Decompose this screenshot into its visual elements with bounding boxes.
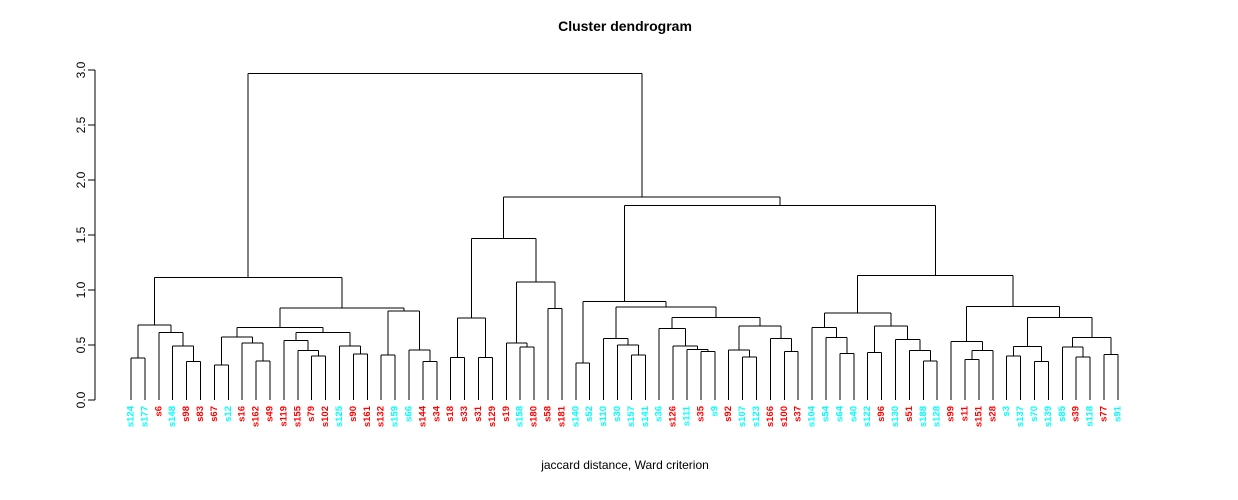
leaf-label: s140 [570,406,581,427]
leaf-label: s139 [1043,406,1054,427]
leaf-label: s122 [862,406,873,427]
x-axis-label: jaccard distance, Ward criterion [541,458,709,472]
leaf-label: s37 [793,406,804,422]
leaf-label: s166 [765,406,776,427]
leaf-label: s158 [515,406,526,427]
chart-title: Cluster dendrogram [558,18,692,34]
leaf-label: s83 [195,406,206,422]
leaf-label: s119 [278,406,289,427]
y-axis-tick-label: 1.0 [74,281,88,298]
leaf-label: s3 [1001,406,1012,417]
y-axis-tick-label: 0.0 [74,391,88,408]
leaf-label: s70 [1029,406,1040,422]
leaf-label: s52 [584,406,595,422]
leaf-label: s33 [459,406,470,422]
leaf-label: s79 [306,406,317,422]
leaf-label: s177 [139,406,150,427]
leaf-label: s188 [918,406,929,427]
leaf-label: s129 [487,406,498,427]
leaf-label: s67 [209,406,220,422]
leaf-label: s118 [1085,406,1096,427]
leaf-label: s162 [251,406,262,427]
leaf-label: s91 [1112,405,1123,422]
leaf-label: s16 [237,406,248,422]
leaf-label: s49 [265,406,276,422]
leaf-label: s102 [320,406,331,427]
leaf-label: s125 [334,405,345,427]
y-axis-tick-label: 0.5 [74,336,88,353]
leaf-label: s31 [473,405,484,422]
leaf-label: s151 [973,405,984,427]
leaf-label: s107 [737,406,748,427]
leaf-label: s51 [904,405,915,422]
leaf-label: s181 [556,405,567,427]
y-axis-tick-label: 3.0 [74,61,88,78]
leaf-label: s159 [390,406,401,427]
leaf-label: s96 [876,406,887,422]
leaf-label: s155 [292,405,303,427]
leaf-label: s34 [431,405,442,422]
leaf-label: s99 [946,406,957,422]
leaf-label: s100 [779,406,790,427]
leaf-label: s137 [1015,406,1026,427]
leaf-label: s66 [404,406,415,422]
leaf-label: s111 [682,405,693,426]
leaf-label: s98 [181,406,192,422]
leaf-label: s161 [362,405,373,427]
leaf-label: s11 [960,405,971,421]
leaf-label: s40 [848,406,859,422]
leaf-label: s126 [668,406,679,427]
leaf-label: s180 [529,406,540,427]
leaf-label: s54 [821,405,832,422]
leaf-label: s18 [445,406,456,422]
leaf-label: s77 [1099,406,1110,422]
leaf-label: s148 [167,406,178,427]
leaf-label: s19 [501,406,512,422]
dendrogram-branches [130,72,1119,400]
leaf-label: s104 [807,405,818,427]
leaf-label: s58 [543,406,554,422]
leaf-label: s64 [834,405,845,422]
leaf-label: s36 [654,406,665,422]
y-axis-tick-labels: 0.0 0.5 1.0 1.5 2.0 2.5 3.0 [74,61,88,408]
leaf-label: s130 [890,406,901,427]
leaf-label: s12 [223,406,234,422]
leaf-label: s28 [987,406,998,422]
leaf-label: s132 [376,406,387,427]
leaf-label: s9 [709,406,720,417]
leaf-label: s124 [126,405,137,427]
leaf-label: s92 [723,406,734,422]
leaf-label: s110 [598,406,609,427]
leaf-label: s144 [417,405,428,427]
leaf-label: s85 [1057,405,1068,422]
leaf-label: s141 [640,405,651,427]
leaf-label: s30 [612,406,623,422]
y-axis-tick-label: 2.0 [74,171,88,188]
leaf-label: s157 [626,406,637,427]
leaf-label: s6 [153,406,164,417]
leaf-label: s35 [695,405,706,422]
y-axis-tick-label: 2.5 [74,116,88,133]
y-axis [88,69,96,401]
leaf-label: s123 [751,406,762,427]
y-axis-tick-label: 1.5 [74,226,88,243]
leaf-label: s39 [1071,406,1082,422]
leaf-label: s128 [932,406,943,427]
leaf-label: s90 [348,406,359,422]
